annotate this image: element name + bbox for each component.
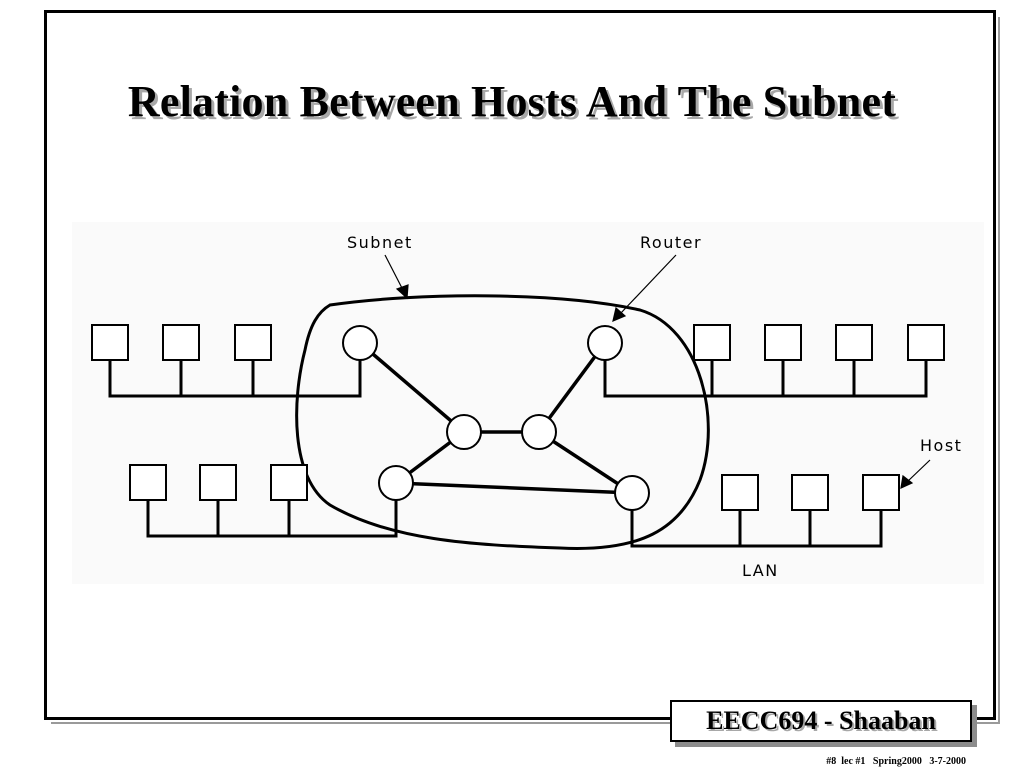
host <box>162 324 200 361</box>
link-r1-r3 <box>358 341 466 434</box>
label-lan: LAN <box>742 561 779 580</box>
host <box>791 474 829 511</box>
routers <box>342 325 650 511</box>
router <box>614 475 650 511</box>
hosts <box>91 324 945 511</box>
subnet-boundary <box>295 294 710 550</box>
pointer-arrows <box>384 254 931 490</box>
lan-bus-top-right <box>603 360 928 398</box>
lan-bus-bottom-left <box>146 500 398 538</box>
host <box>199 464 237 501</box>
subnet-pointer <box>384 254 405 293</box>
host <box>129 464 167 501</box>
subnet-arrowhead <box>395 284 409 300</box>
host <box>835 324 873 361</box>
host <box>91 324 129 361</box>
host-pointer <box>906 459 931 483</box>
host <box>764 324 802 361</box>
link-r2-r4 <box>537 341 607 434</box>
router <box>446 414 482 450</box>
footer-brand-box: EECC694 - Shaaban <box>670 700 972 742</box>
host <box>693 324 731 361</box>
router <box>521 414 557 450</box>
footer-slide-info: #8 lec #1 Spring2000 3-7-2000 <box>826 756 966 767</box>
router-arrowhead <box>612 306 627 323</box>
diagram-background <box>72 222 984 584</box>
host <box>270 464 308 501</box>
host <box>234 324 272 361</box>
label-subnet: Subnet <box>347 233 413 252</box>
footer-brand: EECC694 - Shaaban <box>706 706 936 735</box>
host <box>721 474 759 511</box>
link-r5-r6 <box>395 481 633 495</box>
router <box>342 325 378 361</box>
router <box>587 325 623 361</box>
lan-bus-top-left <box>108 360 362 398</box>
host <box>862 474 900 511</box>
lan-bus-bottom-right <box>630 510 883 548</box>
router <box>378 465 414 501</box>
host <box>907 324 945 361</box>
slide-title: Relation Between Hosts And The Subnet <box>127 77 897 126</box>
host-arrowhead <box>900 474 914 490</box>
label-host: Host <box>920 436 962 455</box>
label-router: Router <box>640 233 702 252</box>
link-r4-r6 <box>538 430 633 495</box>
router-pointer <box>619 254 677 315</box>
lan-wiring <box>108 360 928 548</box>
